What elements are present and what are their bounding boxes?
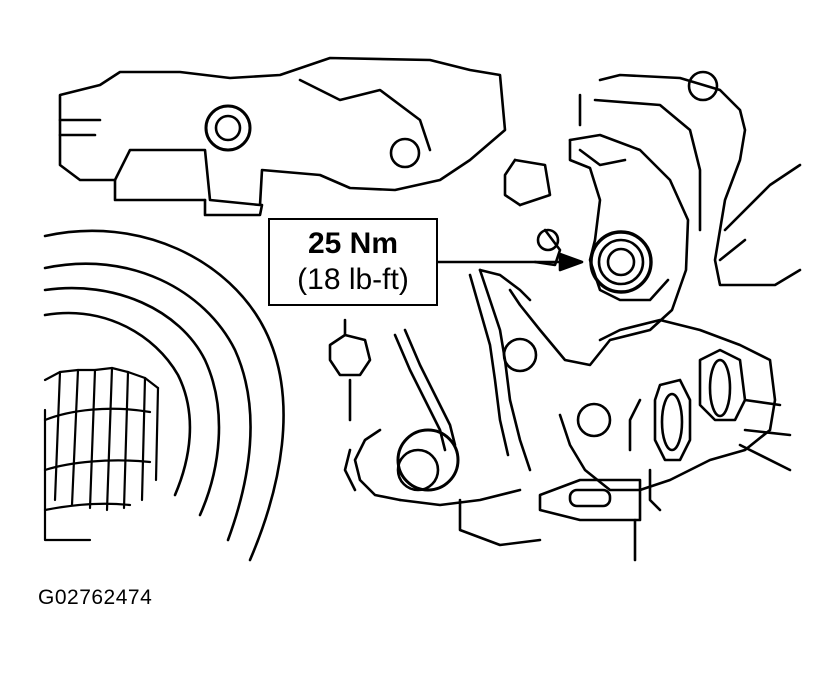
top-right-housing xyxy=(578,73,802,287)
central-stubs xyxy=(328,318,372,422)
upper-center-hole xyxy=(389,137,421,169)
crank-sprocket xyxy=(43,366,160,542)
slot-plate-hole xyxy=(568,488,612,508)
tensioner-bolt-head xyxy=(606,247,636,277)
upper-left-bolt-inner xyxy=(214,114,242,142)
figure-id-label: G02762474 xyxy=(38,586,153,609)
crankshaft-pulley xyxy=(43,229,285,562)
callout-leader-arrow xyxy=(436,252,584,272)
lower-right-hole xyxy=(576,402,612,438)
top-right-hole xyxy=(687,70,719,102)
housing-boss-upper xyxy=(708,358,732,418)
lower-pivot xyxy=(343,428,542,547)
tensioner-bolt-ring xyxy=(597,238,645,286)
tensioner-small-hole xyxy=(536,228,560,252)
tensioner-bolt-outer xyxy=(589,230,653,294)
tensioner-bracket xyxy=(503,133,690,367)
belt-idler-hole xyxy=(502,337,538,373)
torque-callout: 25 Nm (18 lb-ft) xyxy=(268,218,438,306)
housing-boss-lower xyxy=(660,392,684,452)
upper-left-housing xyxy=(58,56,507,217)
torque-metric-label: 25 Nm xyxy=(307,227,399,260)
torque-imperial-label: (18 lb-ft) xyxy=(297,263,409,296)
lower-right-housing xyxy=(538,318,792,562)
upper-left-bolt xyxy=(204,104,252,152)
